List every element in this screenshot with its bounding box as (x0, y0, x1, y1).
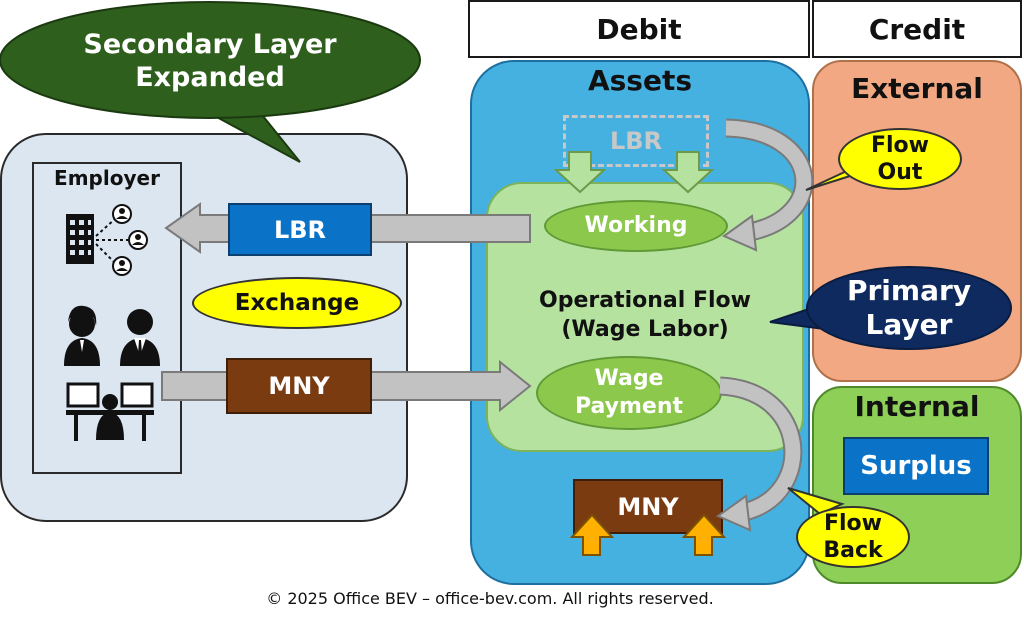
operational-flow-line2: (Wage Labor) (561, 317, 729, 342)
operational-flow-label: Operational Flow (Wage Labor) (500, 286, 790, 344)
flow-out-line1: Flow (870, 133, 929, 158)
assets-title: Assets (587, 64, 693, 97)
exchange-ellipse: Exchange (192, 277, 402, 329)
lbr-flow-box: LBR (228, 203, 372, 256)
workstation-icon (66, 382, 154, 441)
lbr-dashed-label: LBR (609, 127, 663, 155)
lbr-flow-label: LBR (273, 215, 327, 244)
mny-flow-box: MNY (226, 358, 372, 414)
primary-layer-line1: Primary (846, 274, 972, 307)
mny-up-arrow-right (681, 513, 727, 556)
secondary-layer-callout: Secondary Layer Expanded (83, 29, 337, 93)
external-title: External (851, 72, 983, 105)
surplus-label: Surplus (860, 451, 972, 481)
working-ellipse: Working (544, 200, 728, 252)
lbr-down-arrow-left (553, 151, 607, 194)
copyright-footer: © 2025 Office BEV – office-bev.com. All … (266, 589, 714, 608)
credit-header: Credit (812, 0, 1022, 58)
curved-arrow-bottom (715, 376, 803, 532)
debit-header: Debit (468, 0, 810, 58)
wage-payment-line1: Wage (594, 366, 664, 391)
wage-payment-line2: Payment (574, 394, 684, 419)
curved-arrow-top (721, 118, 814, 252)
lbr-dashed-box: LBR (563, 115, 709, 167)
office-network-icon (66, 204, 148, 276)
secondary-callout-bubble (0, 1, 421, 163)
primary-layer-line2: Layer (865, 308, 953, 341)
internal-title: Internal (854, 390, 980, 423)
flow-back-line1: Flow (823, 511, 882, 536)
mny-flow-label: MNY (268, 372, 330, 400)
flow-back-callout: Flow Back (796, 506, 910, 568)
surplus-box: Surplus (843, 437, 989, 495)
workers-icon (64, 305, 160, 366)
mny-up-arrow-left (569, 513, 615, 556)
operational-flow-line1: Operational Flow (539, 288, 751, 313)
assets-mny-label: MNY (617, 492, 679, 521)
employer-title: Employer (54, 166, 160, 190)
primary-layer-callout: Primary Layer (806, 266, 1012, 350)
flow-back-line2: Back (823, 538, 883, 563)
flow-out-line2: Out (877, 160, 923, 185)
exchange-label: Exchange (234, 289, 360, 316)
wage-payment-ellipse: Wage Payment (536, 356, 722, 430)
lbr-down-arrow-right (661, 151, 715, 194)
flow-out-callout: Flow Out (838, 128, 962, 190)
working-label: Working (584, 213, 688, 238)
